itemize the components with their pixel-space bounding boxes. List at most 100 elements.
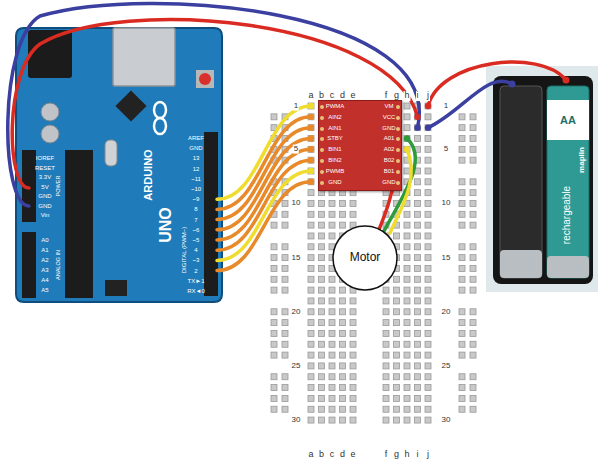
breadboard-hole [404, 222, 410, 228]
pin-label: 7 [194, 216, 197, 223]
breadboard-hole [350, 363, 356, 369]
breadboard-hole [308, 352, 314, 358]
breadboard-hole [470, 244, 476, 250]
breadboard-hole [459, 276, 465, 282]
pin-header [204, 196, 218, 296]
breadboard-hole [340, 395, 346, 401]
breadboard-hole [404, 255, 410, 261]
breadboard-hole [425, 103, 431, 109]
row-number: 30 [441, 416, 452, 425]
breadboard-hole [271, 406, 277, 412]
motor-outline [333, 226, 397, 290]
crystal [105, 140, 117, 166]
pin-label: AIN2 [328, 114, 341, 121]
breadboard-hole [404, 363, 410, 369]
pin-pad [396, 148, 400, 152]
breadboard-hole [319, 330, 325, 336]
pin-pad [320, 181, 324, 185]
breadboard-letter: f [384, 450, 389, 460]
breadboard-hole [319, 233, 325, 239]
breadboard-hole [459, 265, 465, 271]
breadboard-hole [404, 211, 410, 217]
capacitor [41, 125, 59, 143]
breadboard-hole [383, 298, 389, 304]
breadboard-hole [425, 395, 431, 401]
breadboard-hole [308, 341, 314, 347]
breadboard-hole [425, 233, 431, 239]
breadboard-hole [404, 168, 410, 174]
breadboard-hole [394, 406, 400, 412]
breadboard-hole [415, 233, 421, 239]
wire-end [563, 77, 570, 84]
header-label: POWER [55, 176, 61, 197]
pin-pad [396, 137, 400, 141]
breadboard-hole [394, 352, 400, 358]
breadboard-hole [470, 309, 476, 315]
board-outline [16, 28, 222, 302]
breadboard-hole [308, 244, 314, 250]
breadboard-hole [404, 135, 410, 141]
breadboard-letter: d [339, 450, 346, 460]
breadboard-hole [329, 309, 335, 315]
breadboard-hole [394, 385, 400, 391]
breadboard-hole [282, 330, 288, 336]
wire-end [404, 135, 410, 141]
breadboard-hole [404, 265, 410, 271]
pin-label: ~3 [193, 257, 200, 264]
breadboard-hole [404, 385, 410, 391]
breadboard-hole [459, 255, 465, 261]
breadboard-hole [470, 146, 476, 152]
breadboard-hole [415, 309, 421, 315]
breadboard-hole [383, 320, 389, 326]
breadboard-hole [319, 298, 325, 304]
breadboard-hole [394, 309, 400, 315]
breadboard-hole [329, 341, 335, 347]
breadboard-hole [425, 265, 431, 271]
breadboard-hole [319, 287, 325, 293]
breadboard-letter: a [307, 450, 314, 460]
pin-label: 4 [194, 247, 197, 254]
row-number: 5 [443, 145, 449, 154]
breadboard-hole [415, 320, 421, 326]
pin-pad [396, 105, 400, 109]
breadboard-hole [319, 309, 325, 315]
breadboard-hole [350, 374, 356, 380]
breadboard-letter: i [416, 91, 420, 101]
breadboard-hole [415, 244, 421, 250]
pin-label: A3 [41, 267, 48, 274]
breadboard-hole [319, 395, 325, 401]
pin-label: A4 [41, 277, 48, 284]
breadboard-hole [394, 287, 400, 293]
breadboard-hole [319, 363, 325, 369]
breadboard-hole [470, 211, 476, 217]
breadboard-letter: i [416, 450, 420, 460]
pin-header [22, 232, 36, 298]
breadboard-hole [271, 385, 277, 391]
breadboard-hole [329, 395, 335, 401]
wire-end [414, 114, 420, 120]
breadboard-hole [350, 200, 356, 206]
breadboard-letter: a [307, 91, 314, 101]
breadboard-hole [470, 135, 476, 141]
breadboard-hole [459, 330, 465, 336]
breadboard-hole [459, 179, 465, 185]
breadboard-hole [308, 179, 314, 185]
breadboard-hole [350, 341, 356, 347]
pin-label: GND [328, 179, 341, 186]
breadboard-hole [415, 211, 421, 217]
battery-cell-end [500, 250, 542, 278]
breadboard-hole [415, 222, 421, 228]
breadboard-hole [282, 211, 288, 217]
breadboard-hole [308, 265, 314, 271]
logo [154, 102, 166, 118]
pin-label: GND [38, 193, 51, 200]
breadboard-hole [470, 352, 476, 358]
pin-pad [396, 116, 400, 120]
breadboard-hole [350, 352, 356, 358]
breadboard-letter: j [426, 91, 430, 101]
breadboard-hole [470, 341, 476, 347]
pin-pad [320, 105, 324, 109]
pin-label: RX◄0 [187, 288, 205, 295]
breadboard-hole [340, 374, 346, 380]
breadboard-hole [350, 395, 356, 401]
